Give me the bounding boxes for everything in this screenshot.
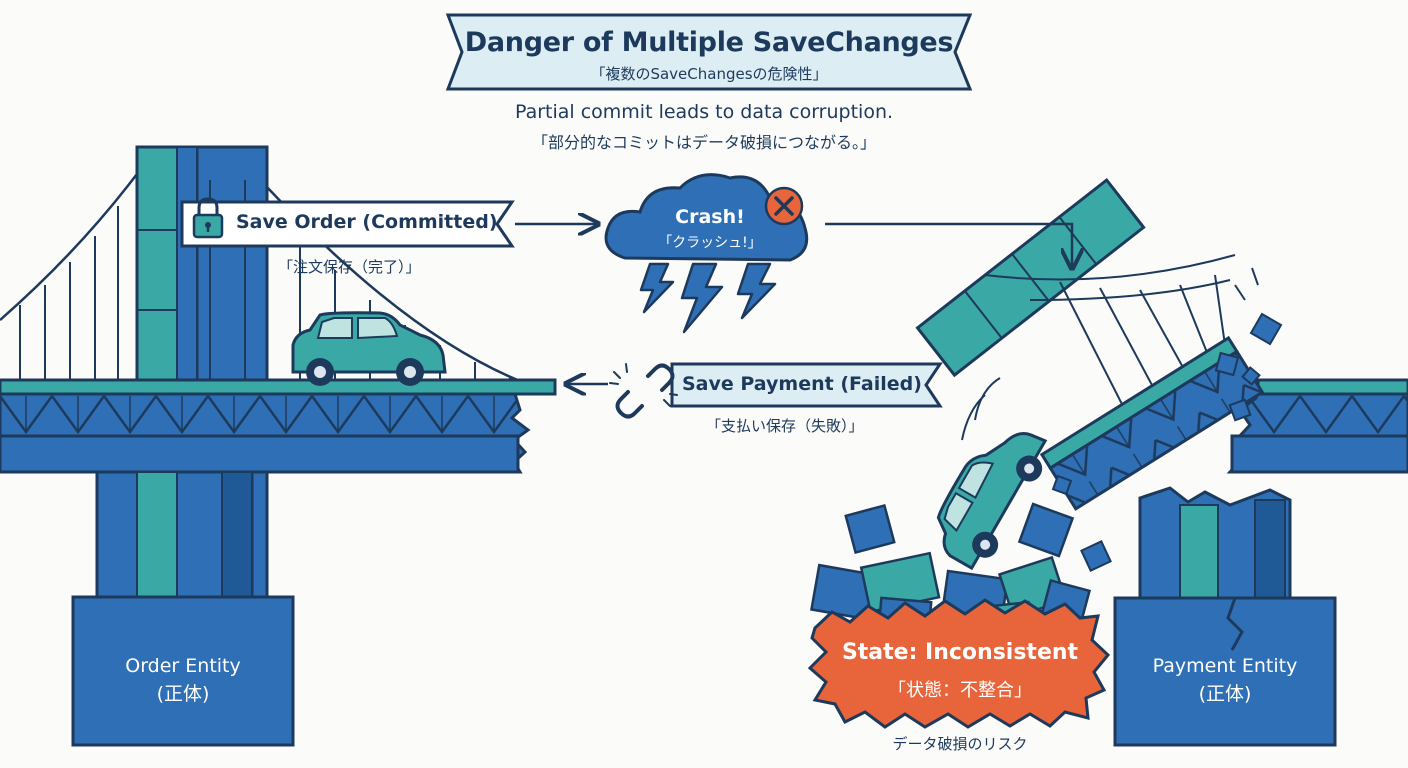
state-burst — [807, 598, 1111, 729]
left-bridge — [0, 145, 557, 747]
payment-entity-label: Payment Entity (正体) — [1115, 652, 1335, 708]
crash-label: Crash! — [675, 206, 745, 228]
save-order-tag — [180, 200, 515, 248]
lock-icon — [192, 197, 224, 239]
state-label: State: Inconsistent — [841, 640, 1079, 665]
state-jp: 「状態：不整合」 — [888, 680, 1032, 701]
broken-link-icon — [609, 363, 678, 419]
payment-entity-jp: (正体) — [1198, 683, 1252, 705]
lightning-icon — [639, 262, 777, 334]
order-entity-name: Order Entity — [125, 655, 241, 677]
crash-jp: 「クラッシュ!」 — [658, 235, 762, 251]
title-banner-shape — [445, 13, 973, 91]
payment-entity-name: Payment Entity — [1152, 655, 1298, 677]
order-entity-jp: (正体) — [156, 683, 210, 705]
save-order-label: Save Order (Committed) — [236, 211, 498, 233]
title-banner: Danger of Multiple SaveChanges 「複数のSaveC… — [448, 15, 970, 89]
error-icon — [764, 186, 804, 226]
save-order-jp: 「注文保存（完了）」 — [278, 258, 421, 276]
description-text: Partial commit leads to data corruption. — [514, 101, 894, 123]
save-payment-label: Save Payment (Failed) — [682, 373, 922, 395]
save-payment-tag — [670, 362, 943, 408]
description-text-jp: 「部分的なコミットはデータ破損につながる。」 — [531, 133, 876, 152]
order-entity-label: Order Entity (正体) — [73, 652, 293, 708]
page-title: Danger of Multiple SaveChanges — [464, 27, 954, 58]
car-safe-icon — [291, 311, 447, 386]
save-payment-jp: 「支払い保存（失敗）」 — [706, 417, 864, 435]
crash-cloud — [604, 173, 809, 262]
page-subtitle: 「複数のSaveChangesの危険性」 — [590, 65, 828, 83]
right-bridge — [915, 177, 1408, 747]
car-falling-icon — [936, 432, 1048, 571]
arrow-to-collapse — [825, 222, 1072, 266]
risk-label: データ破損のリスク — [892, 735, 1028, 753]
